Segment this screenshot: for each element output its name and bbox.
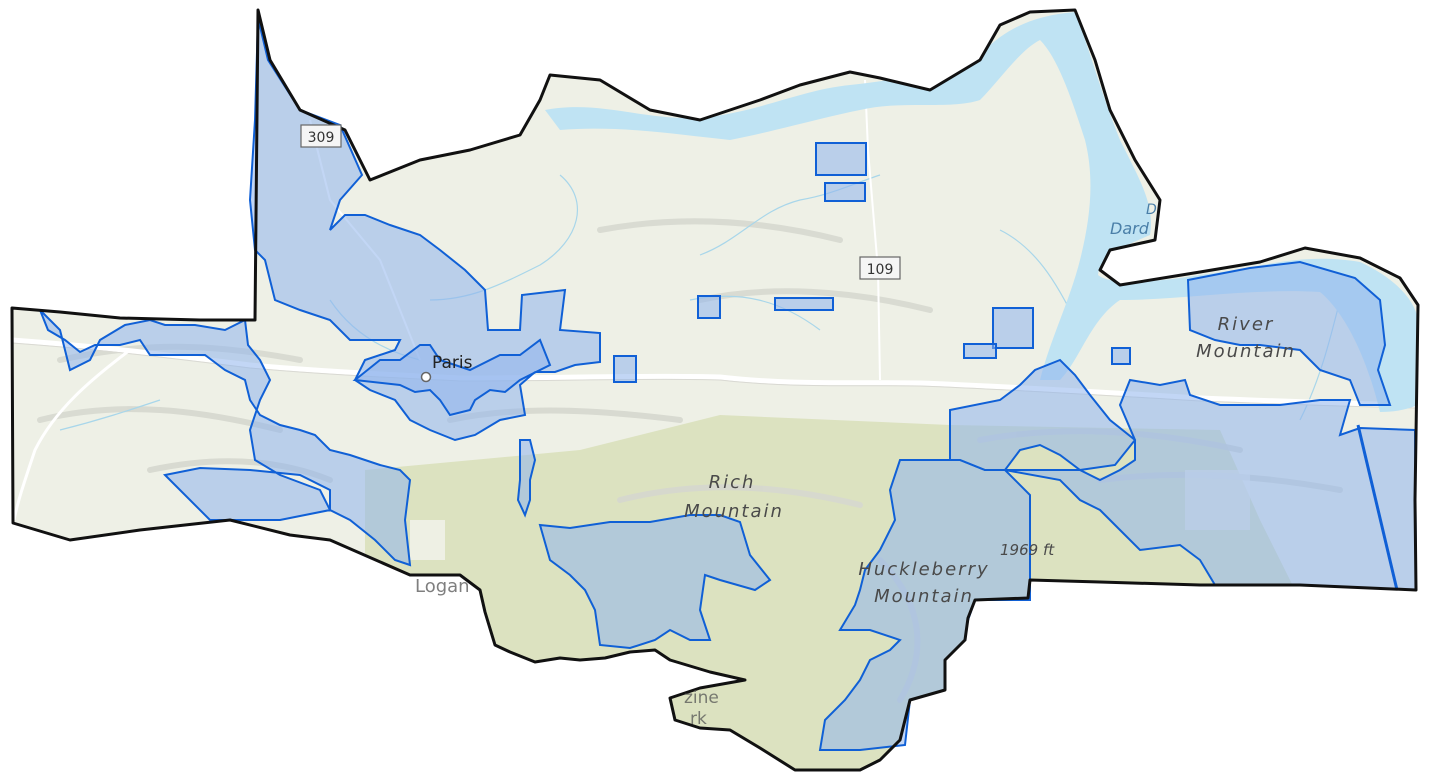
- mountain-label-rich-1: Rich: [709, 472, 756, 493]
- park-label-partial-2: rk: [690, 709, 707, 729]
- zone-parcel[interactable]: [697, 295, 721, 319]
- city-dot-icon[interactable]: [420, 371, 432, 383]
- county-label-partial: Logan: [415, 576, 470, 597]
- route-shield-109-text: 109: [867, 262, 894, 278]
- mountain-label-river-2: Mountain: [1196, 341, 1296, 362]
- zone-south-central[interactable]: [516, 439, 772, 650]
- park-label-partial-1: zine: [684, 688, 719, 708]
- route-shield-309: 309: [300, 124, 342, 148]
- zone-east[interactable]: [949, 260, 1418, 592]
- route-109: [864, 79, 881, 381]
- lake-label-top: D: [1146, 202, 1157, 218]
- mountain-label-river-1: River: [1218, 314, 1275, 335]
- route-shield-309-text: 309: [308, 130, 335, 146]
- mountain-label-huckleberry-1: Huckleberry: [858, 559, 989, 580]
- route-shield-109: 109: [859, 256, 901, 280]
- zone-parcel[interactable]: [815, 142, 867, 176]
- zoning-polygons[interactable]: [39, 17, 1418, 751]
- city-label-paris[interactable]: Paris: [432, 353, 473, 373]
- mountain-label-huckleberry-2: Mountain: [874, 586, 974, 607]
- zone-parcel[interactable]: [963, 343, 997, 359]
- mountain-label-rich-2: Mountain: [684, 501, 784, 522]
- arkansas-river: [545, 12, 1418, 412]
- highway-west-branch: [12, 348, 131, 521]
- county-boundary: [10, 8, 1420, 772]
- zone-parcel[interactable]: [992, 307, 1034, 349]
- zone-east-boundary: [1356, 424, 1399, 591]
- zone-paris-core[interactable]: [352, 338, 552, 417]
- pale-patch: [410, 520, 445, 560]
- zone-huckleberry[interactable]: [818, 459, 1031, 751]
- lake-label: Dard: [1110, 219, 1150, 238]
- zone-parcel[interactable]: [613, 355, 637, 383]
- elevation-label: 1969 ft: [1000, 541, 1055, 559]
- zone-parcel[interactable]: [1111, 347, 1131, 365]
- zone-parcel[interactable]: [824, 182, 866, 202]
- zone-parcel[interactable]: [774, 297, 834, 311]
